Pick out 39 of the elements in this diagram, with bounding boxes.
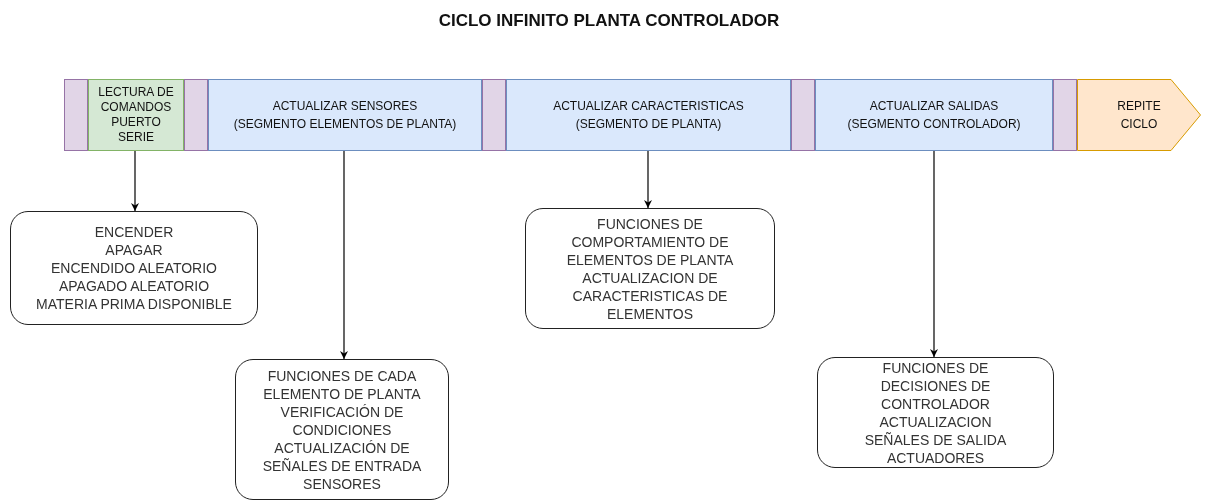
node-text: (SEGMENTO DE PLANTA) (575, 116, 722, 133)
arrow (131, 150, 139, 212)
arrow (930, 150, 938, 358)
rounded-box (235, 359, 449, 500)
node-text: (SEGMENTO ELEMENTOS DE PLANTA) (233, 116, 457, 133)
node-text: REPITE CICLO (1116, 98, 1162, 133)
diagram-title: CICLO INFINITO PLANTA CONTROLADOR (437, 10, 781, 32)
node-text: ACTUALIZACION SEÑALES DE SALIDA ACTUADORES (863, 412, 1008, 467)
process-segment (506, 79, 791, 151)
node-text: ACTUALIZACIÓN DE SEÑALES DE ENTRADA SENSORES (261, 438, 423, 493)
node-text: ACTUALIZAR SENSORES (272, 98, 418, 115)
separator-segment (1053, 79, 1077, 151)
separator-segment (791, 79, 815, 151)
arrow (644, 150, 652, 209)
rounded-box (525, 208, 775, 329)
node-text: VERIFICACIÓN DE CONDICIONES (279, 402, 405, 439)
node-text: APAGADO ALEATORIO (58, 277, 210, 295)
separator-segment (184, 79, 208, 151)
separator-segment (64, 79, 88, 151)
node-text: ENCENDIDO ALEATORIO (51, 259, 217, 277)
process-segment (208, 79, 482, 151)
rounded-box (10, 211, 258, 325)
arrow (340, 150, 348, 360)
arrow-shaped-segment (1077, 79, 1201, 151)
node-text: LECTURA DE COMANDOS PUERTO SERIE (97, 85, 175, 145)
process-segment (88, 79, 184, 151)
node-text: FUNCIONES DE CADA ELEMENTO DE PLANTA (262, 366, 422, 403)
node-text: APAGAR (105, 241, 163, 259)
separator-segment (482, 79, 506, 151)
node-text: ENCENDER (94, 223, 174, 241)
node-text: FUNCIONES DE DECISIONES DE CONTROLADOR (879, 358, 992, 413)
node-text: ACTUALIZACION DE CARACTERISTICAS DE ELEMENTOS (571, 268, 729, 323)
node-text: (SEGMENTO CONTROLADOR) (847, 116, 1021, 133)
rounded-box (817, 357, 1054, 468)
node-text: FUNCIONES DE COMPORTAMIENTO DE ELEMENTOS DE PLANTA (565, 214, 735, 269)
node-text: ACTUALIZAR CARACTERISTICAS (553, 98, 744, 115)
process-segment (815, 79, 1053, 151)
node-text: ACTUALIZAR SALIDAS (869, 98, 999, 115)
node-text: MATERIA PRIMA DISPONIBLE (36, 295, 232, 313)
